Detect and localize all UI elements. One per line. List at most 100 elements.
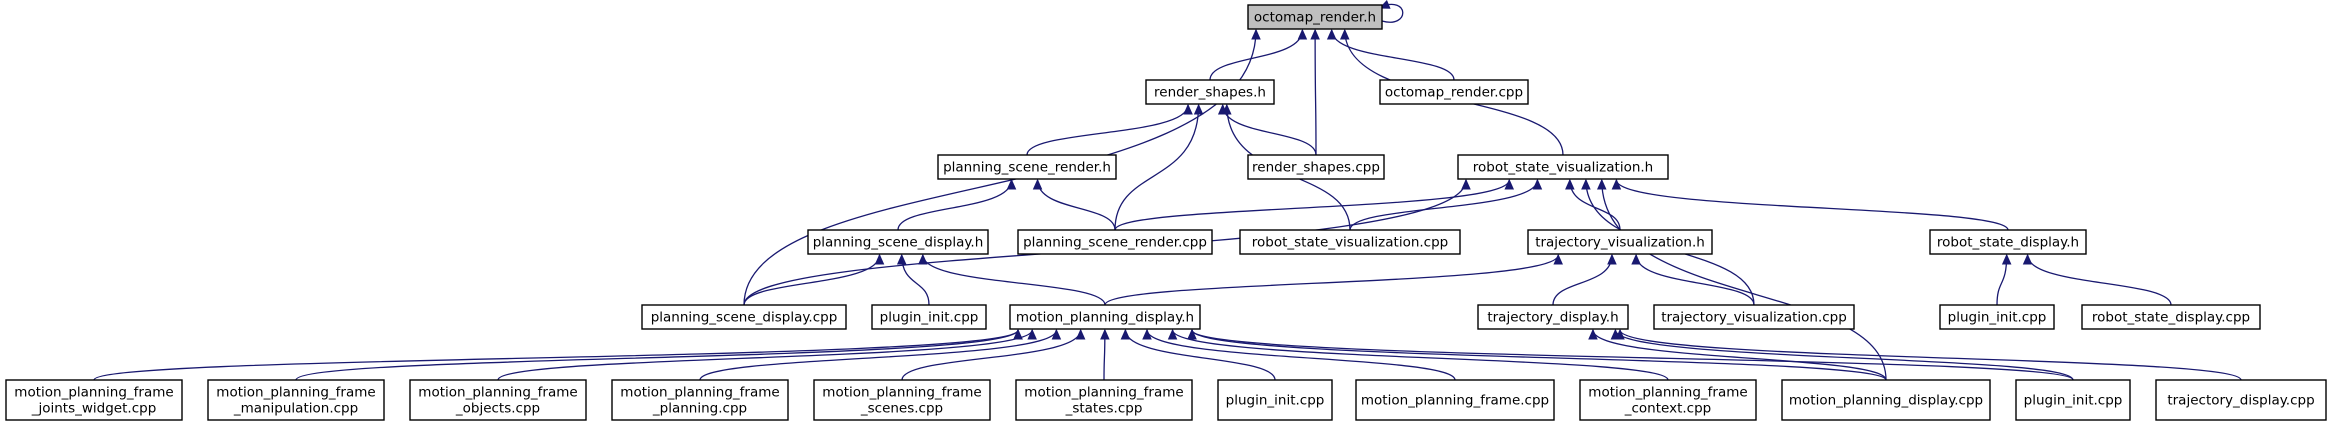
nodes-layer: octomap_render.h render_shapes.h octomap_r… (5, 4, 2327, 421)
node-box (1239, 229, 1461, 255)
node-label: plugin_init.cpp (880, 310, 979, 326)
node-mpf-manipulation-cpp[interactable]: motion_planning_frame_manipulation.cpp (207, 379, 385, 421)
node-label: trajectory_display.h (1487, 310, 1618, 326)
node-label: render_shapes.h (1154, 85, 1266, 101)
edge-planning-scene-display-h-to-planning-scene-render-h-arrow (1006, 178, 1017, 190)
node-box (2081, 304, 2261, 330)
edge-motion-planning-display-cpp-to-motion-planning-display-h (1191, 329, 1887, 381)
node-label: octomap_render.h (1254, 10, 1376, 26)
node-mpf-planning-cpp[interactable]: motion_planning_frame_planning.cpp (611, 379, 789, 421)
node-label: _scenes.cpp (860, 401, 943, 417)
node-label: trajectory_visualization.h (1535, 235, 1705, 251)
edge-mpf-planning-cpp-to-motion-planning-display-h-arrow (1051, 328, 1062, 340)
node-box (1145, 79, 1275, 105)
edge-mpf-manipulation-cpp-to-motion-planning-display-h-arrow (1013, 328, 1023, 340)
node-mpf-joints-widget-cpp[interactable]: motion_planning_frame_joints_widget.cpp (5, 379, 183, 421)
node-label: trajectory_display.cpp (2167, 393, 2314, 409)
node-box (1781, 379, 1991, 421)
edge-mpf-cpp-to-motion-planning-display-h-arrow (1142, 328, 1152, 340)
edge-planning-scene-display-cpp-to-planning-scene-display-h (743, 254, 881, 306)
node-label: motion_planning_frame (418, 385, 577, 401)
edge-trajectory-display-cpp-to-trajectory-display-h (1619, 329, 2242, 381)
edge-robot-state-visualization-cpp-to-robot-state-visualization-h-arrow (1532, 178, 1543, 190)
edge-mpf-scenes-cpp-to-motion-planning-display-h (901, 329, 1082, 381)
edge-motion-planning-display-cpp-to-robot-state-visualization-h (1601, 179, 1887, 381)
node-box (1527, 229, 1713, 255)
edge-trajectory-visualization-cpp-to-trajectory-visualization-h-arrow (1631, 253, 1641, 265)
node-box (5, 379, 183, 421)
edge-robot-state-visualization-h-to-octomap-render-h-arrow (1339, 28, 1350, 40)
edge-planning-scene-render-cpp-to-robot-state-visualization-h-arrow (1504, 178, 1515, 190)
node-trajectory-display-cpp[interactable]: trajectory_display.cpp (2155, 379, 2327, 421)
node-box (937, 154, 1117, 180)
node-render-shapes-cpp[interactable]: render_shapes.cpp (1247, 154, 1385, 180)
edge-render-shapes-h-to-octomap-render-h-arrow (1297, 28, 1308, 40)
node-label: motion_planning_frame (822, 385, 981, 401)
node-mpf-objects-cpp[interactable]: motion_planning_frame_objects.cpp (409, 379, 587, 421)
node-mpf-context-cpp[interactable]: motion_planning_frame_context.cpp (1579, 379, 1757, 421)
edge-mpf-states-cpp-to-motion-planning-display-h-arrow (1100, 328, 1110, 340)
node-label: _objects.cpp (455, 401, 540, 417)
edge-planning-scene-render-h-to-render-shapes-h (1026, 104, 1189, 156)
edge-planning-scene-display-cpp-to-planning-scene-display-h-arrow (874, 253, 885, 265)
edge-mpf-context-cpp-to-motion-planning-display-h-arrow (1167, 328, 1178, 340)
node-box (1009, 304, 1201, 330)
edge-motion-planning-display-h-to-trajectory-visualization-h-arrow (1553, 253, 1563, 265)
node-label: planning_scene_display.h (813, 235, 984, 251)
edge-planning-scene-display-h-to-planning-scene-render-h (897, 179, 1013, 231)
edge-plugin-init-cpp-4-to-motion-planning-display-h-arrow (1187, 328, 1197, 340)
node-octomap-render-h[interactable]: octomap_render.h (1247, 4, 1383, 30)
node-planning-scene-display-h[interactable]: planning_scene_display.h (807, 229, 989, 255)
node-label: _manipulation.cpp (233, 401, 358, 417)
node-box (1579, 379, 1757, 421)
node-mpf-states-cpp[interactable]: motion_planning_frame_states.cpp (1015, 379, 1193, 421)
node-box (1457, 154, 1669, 180)
node-label: trajectory_visualization.cpp (1661, 310, 1847, 326)
node-mpf-cpp[interactable]: motion_planning_frame.cpp (1355, 379, 1555, 421)
edge-robot-state-display-h-to-robot-state-visualization-h (1615, 179, 2009, 231)
edge-robot-state-visualization-cpp-to-render-shapes-h-arrow (1222, 103, 1232, 115)
edge-planning-scene-render-cpp-to-planning-scene-render-h-arrow (1032, 178, 1043, 190)
node-trajectory-visualization-cpp[interactable]: trajectory_visualization.cpp (1653, 304, 1855, 330)
node-planning-scene-render-h[interactable]: planning_scene_render.h (937, 154, 1117, 180)
edge-motion-planning-display-cpp-to-trajectory-display-h (1592, 329, 1887, 381)
node-motion-planning-display-cpp[interactable]: motion_planning_display.cpp (1781, 379, 1991, 421)
edge-motion-planning-display-h-to-planning-scene-display-h-arrow (918, 253, 928, 265)
node-planning-scene-display-cpp[interactable]: planning_scene_display.cpp (641, 304, 847, 330)
node-mpf-scenes-cpp[interactable]: motion_planning_frame_scenes.cpp (813, 379, 991, 421)
node-box (1379, 79, 1529, 105)
node-label: motion_planning_display.cpp (1789, 393, 1983, 409)
edge-render-shapes-cpp-to-octomap-render-h (1314, 29, 1317, 156)
node-robot-state-visualization-h[interactable]: robot_state_visualization.h (1457, 154, 1669, 180)
edge-mpf-joints-widget-cpp-to-motion-planning-display-h (93, 329, 1019, 381)
node-label: planning_scene_render.h (943, 160, 1111, 176)
node-label: motion_planning_frame (620, 385, 779, 401)
node-box (1653, 304, 1855, 330)
edge-robot-state-display-cpp-to-robot-state-display-h (2026, 254, 2172, 306)
node-label: plugin_init.cpp (1948, 310, 2047, 326)
node-label: motion_planning_frame (1024, 385, 1183, 401)
edge-mpf-planning-cpp-to-motion-planning-display-h (699, 329, 1058, 381)
node-plugin-init-cpp-2[interactable]: plugin_init.cpp (1939, 304, 2055, 330)
node-box (2015, 379, 2131, 421)
node-motion-planning-display-h[interactable]: motion_planning_display.h (1009, 304, 1201, 330)
edge-octomap-render-cpp-to-octomap-render-h (1331, 29, 1455, 81)
node-box (807, 229, 989, 255)
node-robot-state-display-h[interactable]: robot_state_display.h (1929, 229, 2087, 255)
node-planning-scene-render-cpp[interactable]: planning_scene_render.cpp (1017, 229, 1213, 255)
edge-plugin-init-cpp-1-to-planning-scene-display-h-arrow (896, 253, 907, 265)
node-octomap-render-cpp[interactable]: octomap_render.cpp (1379, 79, 1529, 105)
node-trajectory-display-h[interactable]: trajectory_display.h (1477, 304, 1629, 330)
edge-planning-scene-render-h-to-render-shapes-h-arrow (1183, 103, 1193, 115)
node-robot-state-display-cpp[interactable]: robot_state_display.cpp (2081, 304, 2261, 330)
node-plugin-init-cpp-4[interactable]: plugin_init.cpp (2015, 379, 2131, 421)
node-render-shapes-h[interactable]: render_shapes.h (1145, 79, 1275, 105)
node-plugin-init-cpp-1[interactable]: plugin_init.cpp (871, 304, 987, 330)
edge-trajectory-visualization-h-to-robot-state-visualization-h (1569, 179, 1621, 231)
node-plugin-init-cpp-3[interactable]: plugin_init.cpp (1217, 379, 1333, 421)
node-robot-state-visualization-cpp[interactable]: robot_state_visualization.cpp (1239, 229, 1461, 255)
node-label: robot_state_visualization.cpp (1252, 235, 1449, 251)
edge-trajectory-visualization-cpp-to-robot-state-visualization-h-arrow (1581, 178, 1591, 190)
node-box (1477, 304, 1629, 330)
node-trajectory-visualization-h[interactable]: trajectory_visualization.h (1527, 229, 1713, 255)
